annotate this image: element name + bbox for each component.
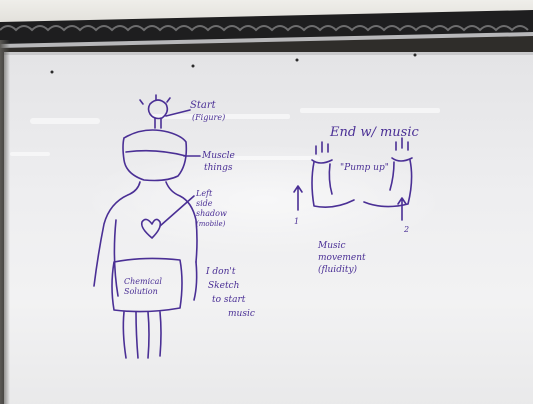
left-forearm-inner [329, 164, 332, 194]
leg-2 [136, 312, 138, 358]
label-mimic-2: movement [318, 253, 366, 263]
label-left: Left [195, 189, 213, 198]
screw-dot [414, 54, 417, 57]
label-muscle-2: things [204, 163, 233, 173]
heart [142, 219, 161, 238]
left-arm [114, 220, 118, 296]
label-left-4: (mobile) [196, 220, 226, 228]
arms-sketch [294, 138, 412, 220]
label-dont-2: Sketch [208, 281, 239, 291]
label-arrow-1: 1 [294, 217, 299, 226]
leg-4 [160, 312, 161, 356]
label-dont-3: to start [212, 295, 246, 305]
label-dont-4: music [228, 309, 255, 319]
arrow-up-1 [294, 186, 302, 210]
right-hand [392, 138, 412, 161]
mouth-line [126, 151, 186, 156]
glare-4 [10, 152, 50, 156]
label-end: End w/ music [329, 125, 419, 140]
label-start: Start [190, 100, 217, 111]
label-mimic-1: Music [317, 241, 346, 251]
label-dont-1: I don't [205, 267, 236, 277]
label-pump: "Pump up" [340, 163, 389, 173]
label-mimic-3: (fluidity) [318, 264, 358, 275]
glare-5 [230, 156, 320, 160]
left-shoulder [94, 182, 140, 286]
glare-1 [30, 118, 100, 124]
figure-sketch [94, 95, 200, 358]
right-shoulder [166, 182, 197, 262]
head-outline [123, 130, 186, 181]
label-left-2: side [196, 199, 213, 208]
neck-top [155, 118, 161, 128]
screw-dot [296, 59, 299, 62]
right-arm [194, 262, 197, 300]
right-forearm-inner [390, 162, 394, 190]
glare-3 [300, 108, 440, 113]
label-chemical-2: Solution [124, 287, 158, 296]
label-arrow-2: 2 [403, 225, 409, 234]
arrow-up-2 [398, 198, 406, 220]
label-chemical: Chemical [124, 277, 162, 286]
label-start-sub: (Figure) [192, 113, 225, 122]
screw-dot [51, 71, 54, 74]
label-left-3: shadow [196, 209, 227, 218]
leg-1 [123, 312, 126, 358]
leg-3 [148, 312, 149, 358]
label-muscle: Muscle [201, 151, 235, 161]
heart-pointer [160, 196, 194, 226]
screw-dot [192, 65, 195, 68]
